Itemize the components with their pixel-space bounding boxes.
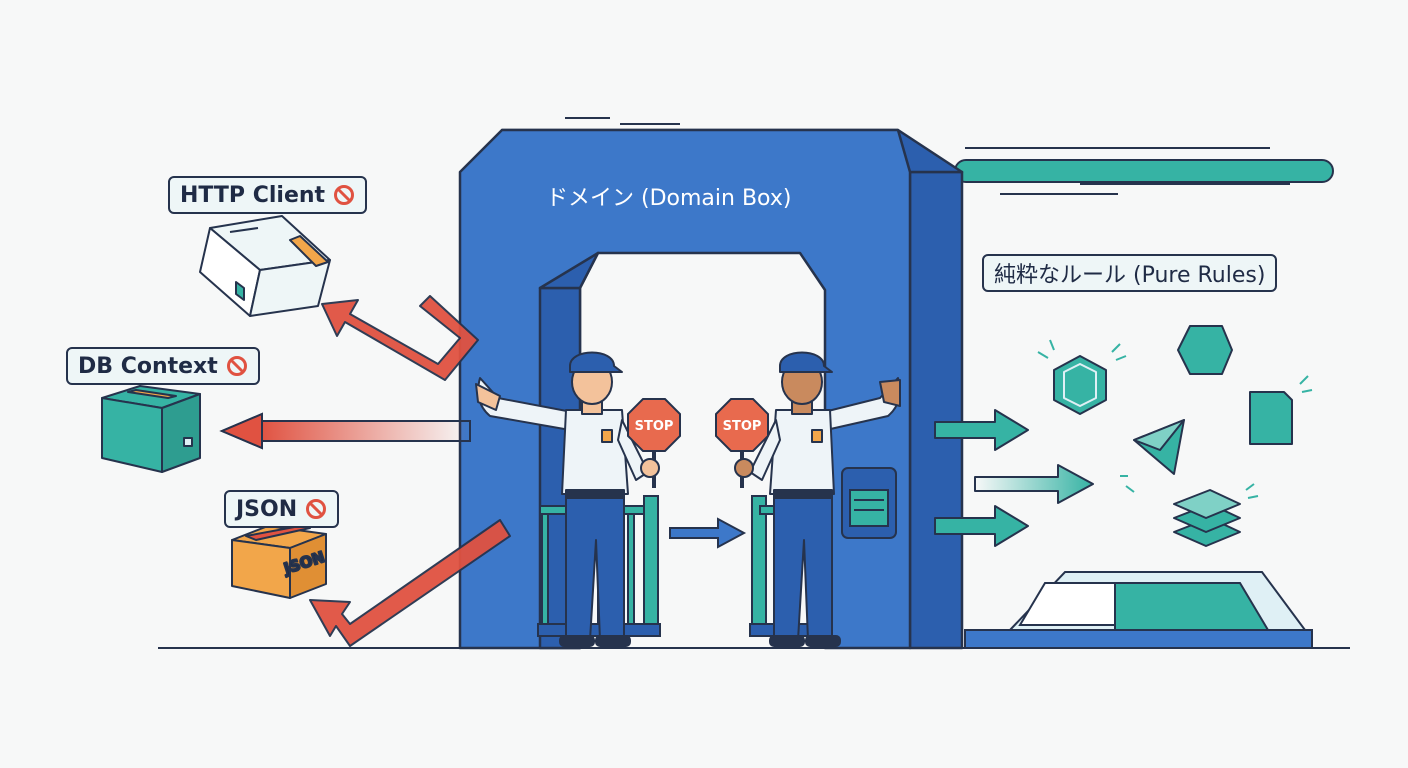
http-client-label-text: HTTP Client xyxy=(180,183,325,208)
stop-sign-left-text: STOP xyxy=(635,419,674,434)
pass-arrow xyxy=(670,519,744,547)
reject-arrow-db xyxy=(222,414,470,448)
http-client-label: HTTP Client xyxy=(168,176,367,214)
no-entry-icon xyxy=(226,355,248,377)
keypad xyxy=(842,468,896,538)
db-context-label: DB Context xyxy=(66,347,260,385)
reject-arrow-http xyxy=(322,296,478,380)
json-box: JSON xyxy=(232,526,327,598)
json-label: JSON xyxy=(224,490,339,528)
pure-rules-label: 純粋なルール (Pure Rules) xyxy=(982,254,1277,292)
conveyor xyxy=(965,572,1312,648)
http-client-box xyxy=(200,216,330,316)
domain-box-title: ドメイン (Domain Box) xyxy=(546,180,791,212)
pure-rule-shapes xyxy=(1054,326,1292,546)
no-entry-icon xyxy=(333,184,355,206)
db-context-box xyxy=(102,386,200,472)
json-label-text: JSON xyxy=(236,497,297,522)
db-context-label-text: DB Context xyxy=(78,354,218,379)
stop-sign-right-text: STOP xyxy=(723,419,762,434)
teal-beam xyxy=(955,160,1333,182)
pure-rules-label-text: 純粋なルール (Pure Rules) xyxy=(994,257,1265,289)
no-entry-icon xyxy=(305,498,327,520)
